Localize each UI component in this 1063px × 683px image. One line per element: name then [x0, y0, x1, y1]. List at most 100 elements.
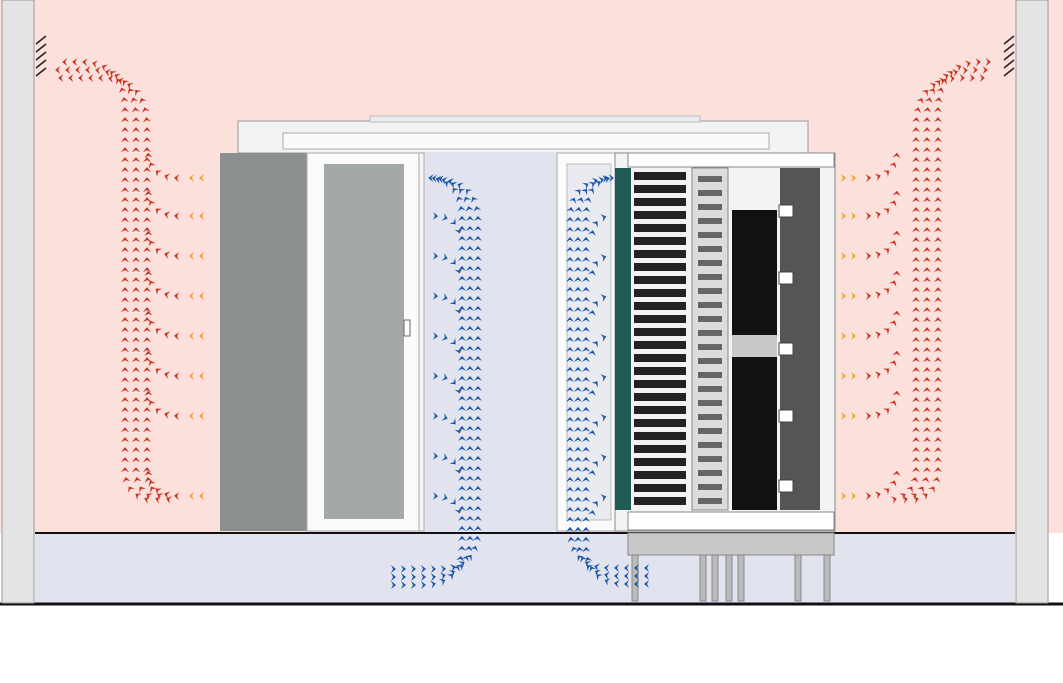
- door-track: [418, 152, 425, 532]
- cold-air-arrow-icon: [411, 581, 416, 589]
- hot-air-arrow-icon: [874, 251, 881, 259]
- hot-air-arrow-icon: [121, 207, 130, 213]
- cold-air-arrow-icon: [421, 565, 426, 573]
- hot-air-arrow-icon: [121, 167, 129, 173]
- cold-air-arrow-icon: [574, 496, 582, 502]
- hot-air-arrow-icon: [121, 107, 130, 113]
- hot-air-arrow-icon: [164, 211, 171, 219]
- hot-air-arrow-icon: [889, 480, 897, 487]
- hot-air-arrow-icon: [132, 357, 141, 363]
- cold-air-arrow-icon: [466, 325, 474, 331]
- cold-air-arrow-icon: [458, 415, 466, 421]
- cold-air-arrow-icon: [431, 174, 438, 183]
- hot-air-arrow-icon: [912, 227, 920, 233]
- warm-air-arrow-icon: [189, 212, 194, 220]
- hot-air-arrow-icon: [144, 270, 153, 277]
- hot-air-arrow-icon: [132, 347, 141, 353]
- cold-air-arrow-icon: [474, 425, 482, 431]
- hot-air-arrow-icon: [923, 127, 931, 133]
- cold-air-arrow-icon: [581, 216, 590, 222]
- cold-air-arrow-icon: [474, 485, 482, 491]
- cold-air-arrow-icon: [600, 294, 607, 302]
- cold-air-arrow-icon: [474, 415, 482, 421]
- cable-tray-left: [691, 167, 729, 511]
- tray-hole: [698, 358, 722, 364]
- warm-air-arrow-icon: [851, 332, 856, 340]
- hot-air-arrow-icon: [143, 267, 151, 273]
- cold-air-arrow-icon: [420, 581, 426, 590]
- cold-air-arrow-icon: [471, 196, 479, 204]
- cold-air-arrow-icon: [432, 291, 438, 300]
- raised-floor-plenum: [35, 533, 1015, 603]
- cold-air-arrow-icon: [566, 306, 574, 312]
- cold-air-arrow-icon: [582, 366, 590, 372]
- server-slot: [634, 328, 686, 336]
- hot-air-arrow-icon: [166, 496, 173, 504]
- door-handle[interactable]: [403, 319, 411, 337]
- hot-air-arrow-icon: [932, 477, 941, 483]
- hot-air-arrow-icon: [955, 64, 962, 72]
- cold-air-arrow-icon: [438, 578, 446, 586]
- hot-air-arrow-icon: [174, 332, 180, 341]
- hot-air-arrow-icon: [889, 280, 897, 287]
- cold-air-arrow-icon: [474, 275, 482, 281]
- server-slot: [634, 354, 686, 362]
- hot-air-arrow-icon: [923, 317, 931, 323]
- cold-air-arrow-icon: [566, 207, 575, 213]
- cold-air-arrow-icon: [582, 466, 590, 472]
- hot-air-arrow-icon: [865, 174, 871, 183]
- cold-air-arrow-icon: [440, 565, 446, 574]
- hot-air-arrow-icon: [121, 267, 130, 273]
- server-slot: [634, 393, 686, 401]
- cold-air-arrow-icon: [465, 554, 472, 562]
- hot-air-arrow-icon: [127, 88, 135, 95]
- hot-air-arrow-icon: [143, 227, 151, 233]
- hot-air-arrow-icon: [923, 197, 931, 203]
- cold-air-arrow-icon: [452, 187, 460, 195]
- hot-air-arrow-icon: [975, 58, 981, 67]
- cold-air-arrow-icon: [474, 385, 482, 391]
- cold-air-arrow-icon: [582, 516, 590, 522]
- hot-air-arrow-icon: [934, 407, 942, 413]
- cold-air-arrow-icon: [441, 253, 448, 261]
- cold-air-arrow-icon: [574, 426, 582, 432]
- warm-air-arrow-icon: [199, 372, 204, 380]
- hot-air-arrow-icon: [132, 457, 141, 463]
- cold-air-arrow-icon: [458, 255, 466, 261]
- hot-air-arrow-icon: [934, 367, 942, 373]
- cold-air-arrow-icon: [566, 356, 574, 362]
- hot-air-arrow-icon: [132, 437, 141, 443]
- hot-air-arrow-icon: [923, 357, 931, 363]
- cold-air-arrow-icon: [466, 395, 474, 401]
- cold-aisle: [422, 152, 557, 532]
- cold-air-arrow-icon: [574, 276, 582, 282]
- cable-clip: [778, 271, 794, 285]
- cold-air-arrow-icon: [566, 226, 574, 232]
- cold-air-arrow-icon: [566, 276, 574, 282]
- cold-air-arrow-icon: [449, 458, 456, 465]
- hot-air-arrow-icon: [121, 247, 130, 253]
- cold-air-arrow-icon: [574, 306, 582, 312]
- hot-air-arrow-icon: [105, 68, 111, 77]
- cold-air-arrow-icon: [441, 176, 448, 185]
- hot-air-arrow-icon: [155, 170, 163, 177]
- cold-air-arrow-icon: [566, 336, 574, 342]
- cold-air-arrow-icon: [431, 565, 436, 573]
- cold-air-arrow-icon: [466, 525, 474, 531]
- hot-air-arrow-icon: [143, 447, 152, 453]
- cold-air-arrow-icon: [456, 564, 463, 571]
- cold-air-arrow-icon: [574, 386, 582, 392]
- cold-air-arrow-icon: [473, 206, 482, 212]
- hot-air-arrow-icon: [133, 477, 142, 483]
- cold-air-arrow-icon: [474, 335, 482, 341]
- hot-air-arrow-icon: [132, 337, 141, 343]
- warm-air-arrow-icon: [841, 174, 846, 182]
- hot-air-arrow-icon: [934, 427, 942, 433]
- hot-air-arrow-icon: [132, 467, 141, 473]
- hot-air-arrow-icon: [121, 187, 129, 193]
- cold-air-arrow-icon: [566, 476, 574, 482]
- hot-air-arrow-icon: [921, 89, 928, 97]
- tray-hole: [698, 288, 722, 294]
- cold-air-arrow-icon: [458, 285, 466, 291]
- hot-air-arrow-icon: [143, 297, 151, 303]
